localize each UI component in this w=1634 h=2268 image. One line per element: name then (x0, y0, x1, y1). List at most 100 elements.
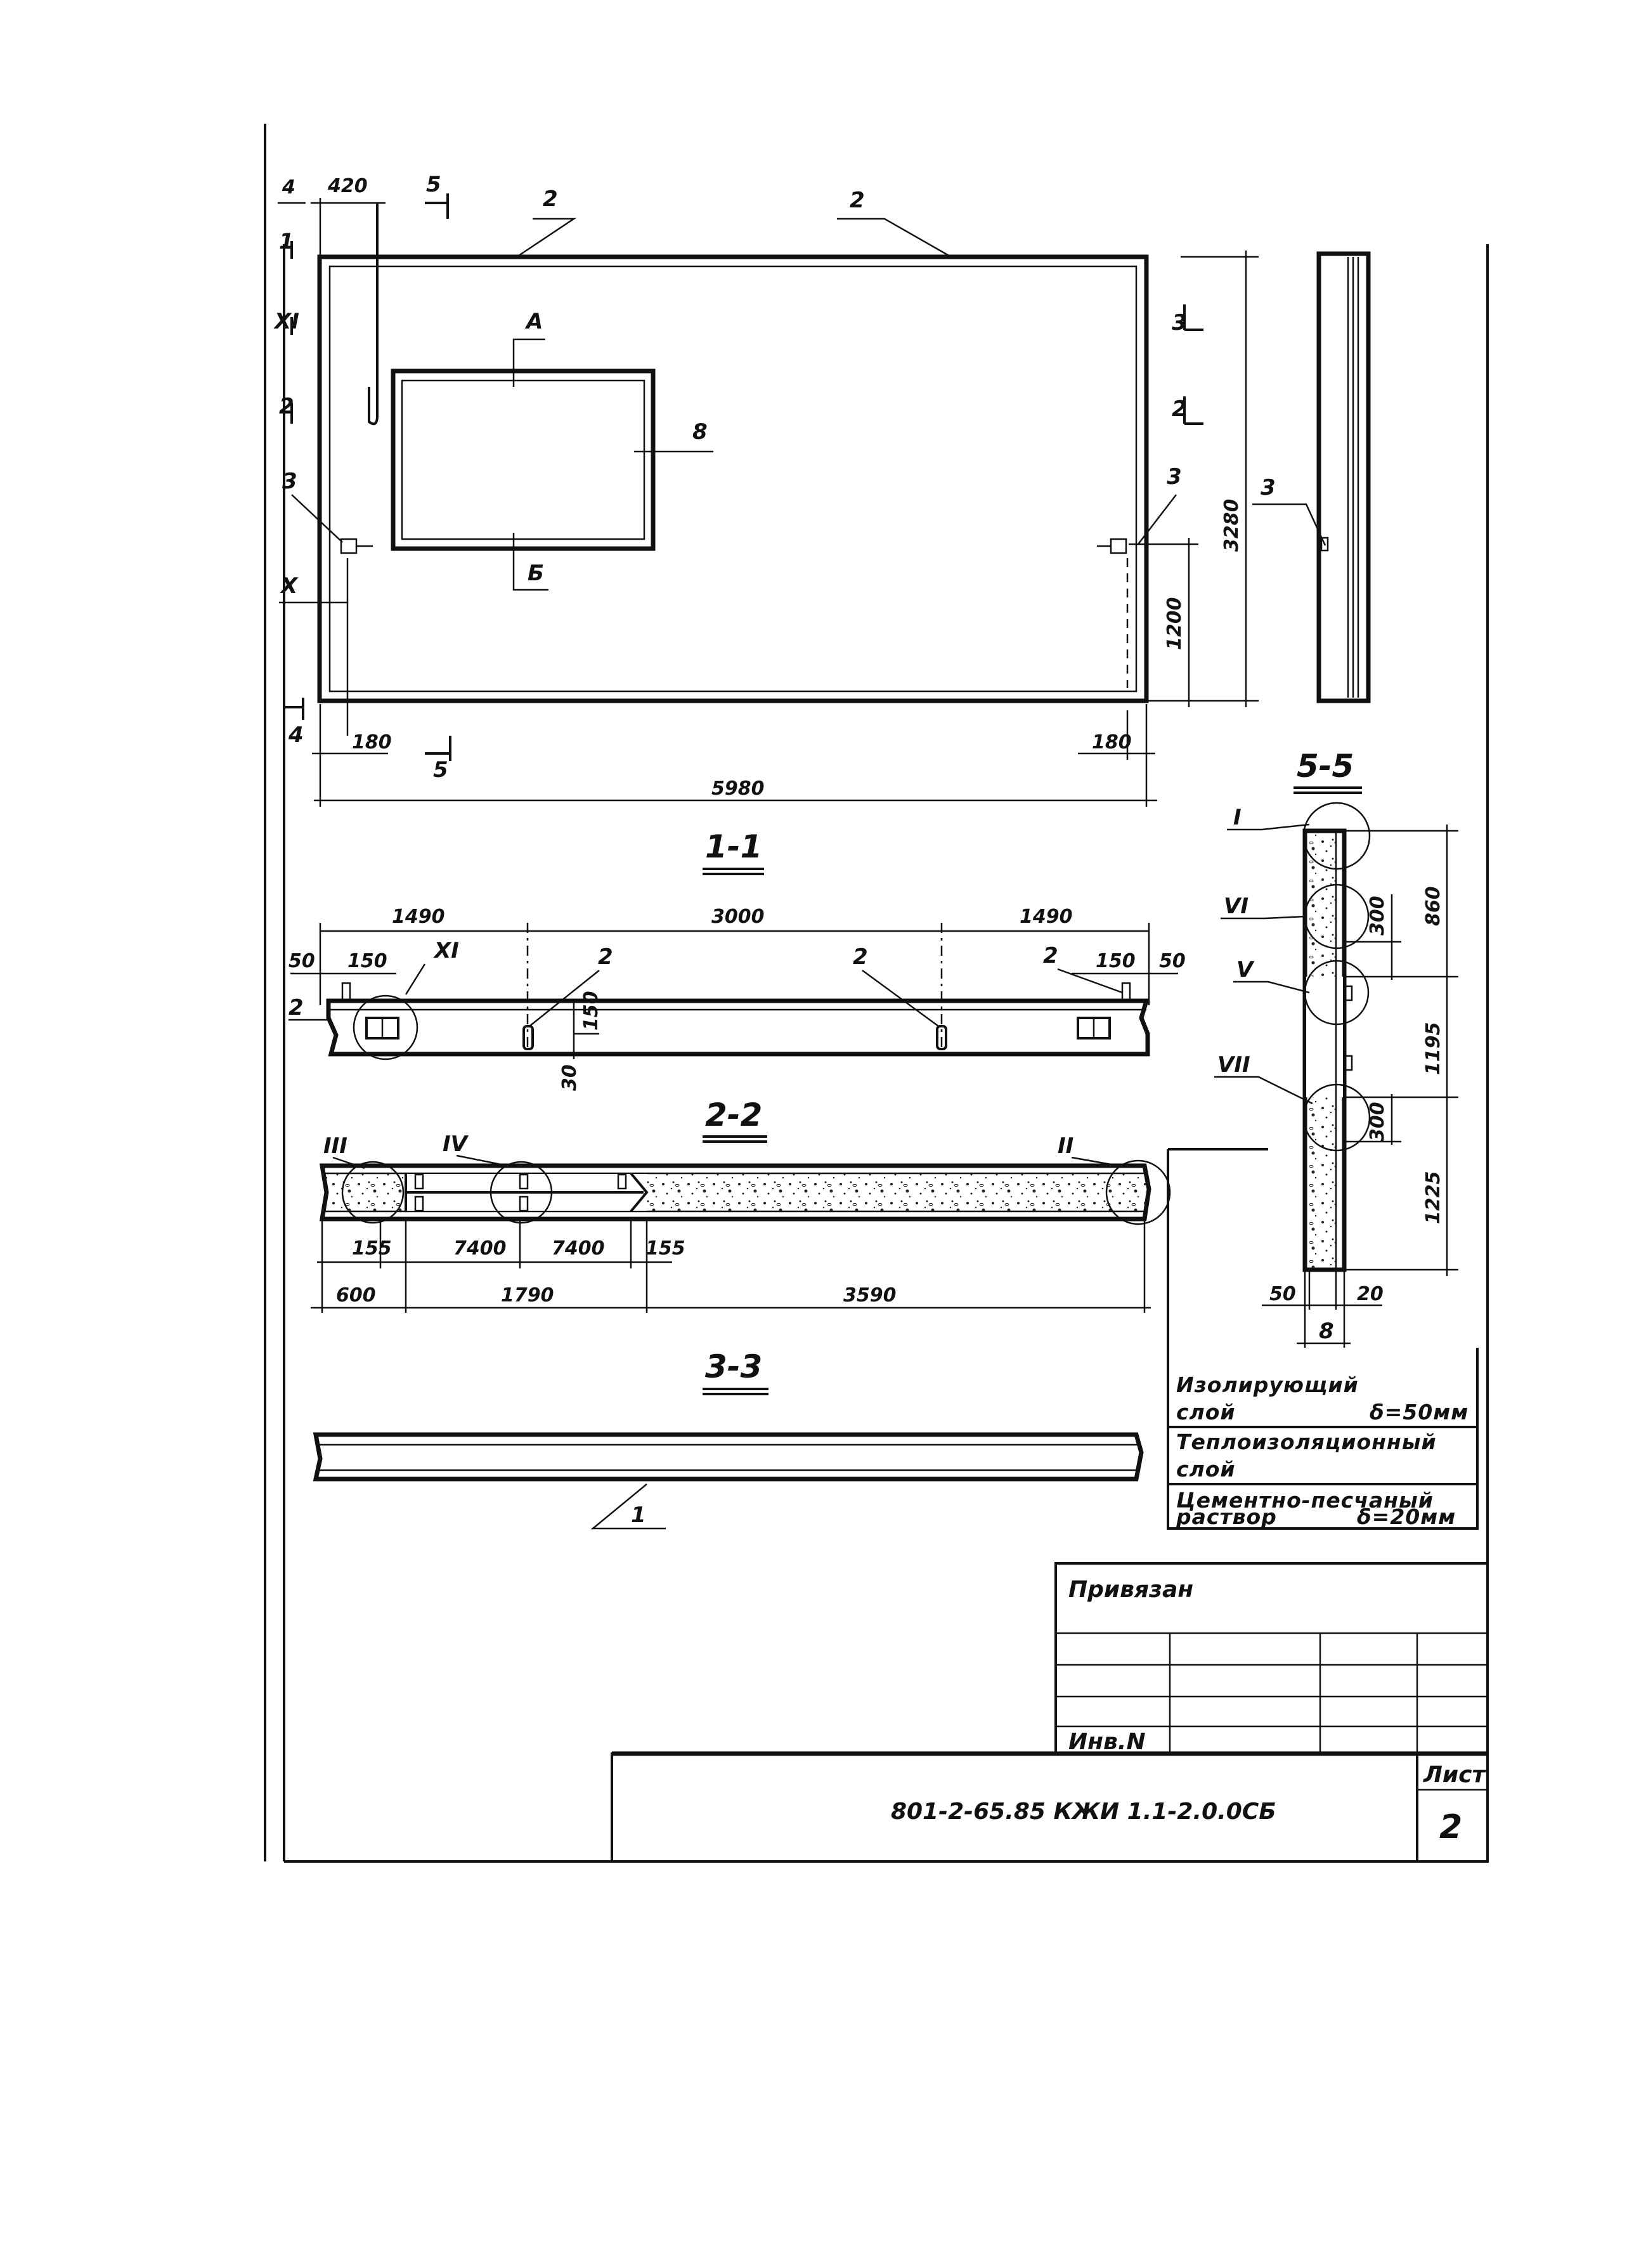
section-5-5-callout-circle-vii (1302, 1083, 1371, 1152)
legend-row2-line2: слой (1176, 1457, 1236, 1482)
section-2-2-callout-circle-iv (490, 1161, 553, 1224)
section-1-1-callout-xi: XI (433, 938, 459, 963)
plan-dim-1200: 1200 (1164, 597, 1186, 651)
embedded-part-right (1097, 538, 1127, 554)
title-block-doc-code: 801-2-65.85 КЖИ 1.1-2.0.0СБ (891, 1799, 1276, 1825)
section-2-2-title: 2-2 (705, 1097, 762, 1133)
plan-mark-5-bottom: 5 (433, 757, 448, 783)
plan-mark-x-left: X (280, 573, 299, 599)
side-pos-3: 3 (1261, 475, 1276, 500)
plan-dim-3280: 3280 (1221, 499, 1243, 552)
section-2-2-dim-155-right: 155 (645, 1237, 685, 1260)
section-5-5-profile (1302, 828, 1347, 1272)
plan-pos-2a: 2 (543, 186, 558, 212)
plan-mark-3-right: 3 (1172, 310, 1187, 336)
section-5-5-callout-vii: VII (1217, 1052, 1250, 1078)
panel-inner-outline (328, 265, 1138, 693)
section-5-5-dim-50: 50 (1269, 1283, 1296, 1305)
section-2-2-callout-circle-ii (1105, 1159, 1171, 1225)
section-5-5-callout-i: I (1233, 805, 1242, 830)
section-5-5-dim-1225: 1225 (1422, 1171, 1444, 1225)
section-1-1-pos-2-left: 2 (289, 995, 304, 1020)
section-5-5: 5-5 I VI V VII 860 300 1195 300 (1214, 748, 1458, 1348)
section-2-2-callout-ii: II (1058, 1133, 1073, 1159)
section-1-1-dim-1490-right: 1490 (1020, 906, 1073, 928)
section-1-1-callout-circle (353, 994, 418, 1060)
title-block-inv-n: Инв.N (1068, 1729, 1146, 1755)
section-2-2: 2-2 III IV II 155 7400 7400 (311, 1097, 1171, 1313)
plan-pos-2b: 2 (850, 188, 865, 213)
section-5-5-dim-8: 8 (1319, 1319, 1334, 1344)
section-3-3-profile (313, 1432, 1144, 1482)
legend-row1-line2: слой (1176, 1400, 1236, 1424)
section-5-5-callout-vi: VI (1224, 894, 1248, 919)
title-block: Привязан Инв.N 801-2-65.85 КЖИ 1.1-2.0.0… (611, 1562, 1489, 1863)
section-1-1-dim-1490-left: 1490 (392, 906, 445, 928)
section-5-5-callout-circle-v (1304, 960, 1370, 1026)
plan-dim-420: 420 (327, 175, 368, 197)
section-1-1-dim-50-right: 50 (1159, 950, 1186, 972)
section-2-2-callout-circle-iii (341, 1161, 405, 1224)
section-3-3-title: 3-3 (705, 1348, 762, 1385)
section-5-5-dim-860: 860 (1422, 886, 1444, 926)
window-opening (391, 368, 656, 551)
section-1-1-dim-150-right: 150 (1096, 950, 1136, 972)
plan-mark-4-bottom: 4 (288, 722, 304, 748)
section-2-2-callout-iv: IV (443, 1131, 469, 1157)
section-2-2-dim-600: 600 (336, 1284, 376, 1307)
plan-mark-1-left: 1 (279, 229, 294, 254)
section-1-1-dim-150-left: 150 (347, 950, 387, 972)
legend: Изолирующий слой δ=50мм Теплоизоляционны… (1167, 1148, 1479, 1530)
title-block-sheet-number: 2 (1439, 1808, 1462, 1846)
section-1-1-dim-3000: 3000 (711, 906, 765, 928)
section-2-2-callout-iii: III (323, 1133, 347, 1159)
plan-mark-2-right: 2 (1172, 396, 1187, 422)
plan-pos-8: 8 (692, 419, 708, 445)
section-2-2-dim-3590: 3590 (843, 1284, 897, 1307)
section-1-1-insert-right (1077, 1017, 1111, 1040)
title-block-privyazan: Привязан (1068, 1577, 1193, 1603)
legend-row2-line1: Теплоизоляционный (1176, 1430, 1437, 1454)
section-5-5-title: 5-5 (1297, 748, 1354, 785)
plan-mark-2-left: 2 (279, 394, 294, 419)
section-5-5-dim-20: 20 (1357, 1283, 1384, 1305)
plan-mark-xi-left: XI (273, 309, 299, 334)
section-1-1: 1-1 1490 3000 1490 50 150 XI 150 50 2 2 … (289, 828, 1186, 1091)
section-2-2-dim-1790: 1790 (501, 1284, 554, 1307)
section-3-3: 3-3 1 (313, 1348, 1144, 1530)
section-5-5-callout-circle-i (1302, 802, 1371, 870)
plan-pos-b: Б (528, 561, 544, 586)
section-1-1-pos-2-right: 2 (1043, 943, 1058, 968)
section-2-2-dim-7400-a: 7400 (453, 1237, 507, 1260)
section-5-5-dim-300-top: 300 (1366, 896, 1389, 935)
section-1-1-insert-left (365, 1017, 399, 1040)
embedded-part-left (340, 538, 373, 554)
section-2-2-profile (319, 1163, 1151, 1222)
plan-pos-a: А (524, 309, 543, 334)
lifting-loop (368, 203, 379, 426)
plan-pos-3-right: 3 (1167, 464, 1182, 490)
plan-dim-4-top: 4 (282, 176, 295, 199)
plan-dim-5980: 5980 (711, 778, 765, 800)
plan-view: 4 420 5 1 XI 2 3 X 4 180 5 180 5980 2 (273, 172, 1259, 807)
plan-dim-180-left: 180 (352, 731, 392, 753)
title-block-sheet-label: Лист (1423, 1762, 1486, 1788)
legend-row3-line1: Цементно-песчаный (1176, 1488, 1434, 1513)
section-1-1-dim-150-vert: 150 (580, 991, 602, 1031)
section-5-5-dim-1195: 1195 (1422, 1022, 1444, 1076)
section-1-1-dim-50-left: 50 (289, 950, 315, 972)
section-1-1-pos-2-mid: 2 (598, 944, 613, 970)
plan-mark-3-left: 3 (282, 469, 297, 494)
side-view: 3 (1252, 251, 1371, 703)
section-1-1-pos-2-mid2: 2 (853, 944, 868, 970)
plan-mark-5-top: 5 (426, 172, 441, 197)
panel-outline (317, 254, 1149, 703)
section-3-3-pos-1: 1 (631, 1502, 646, 1528)
section-1-1-title: 1-1 (705, 828, 762, 865)
window-inner (401, 379, 645, 540)
legend-row3-value: δ=20мм (1357, 1504, 1456, 1529)
section-2-2-dim-155-left: 155 (352, 1237, 392, 1260)
section-5-5-dim-300-bottom: 300 (1366, 1102, 1389, 1142)
plan-dim-180-right: 180 (1092, 731, 1132, 753)
